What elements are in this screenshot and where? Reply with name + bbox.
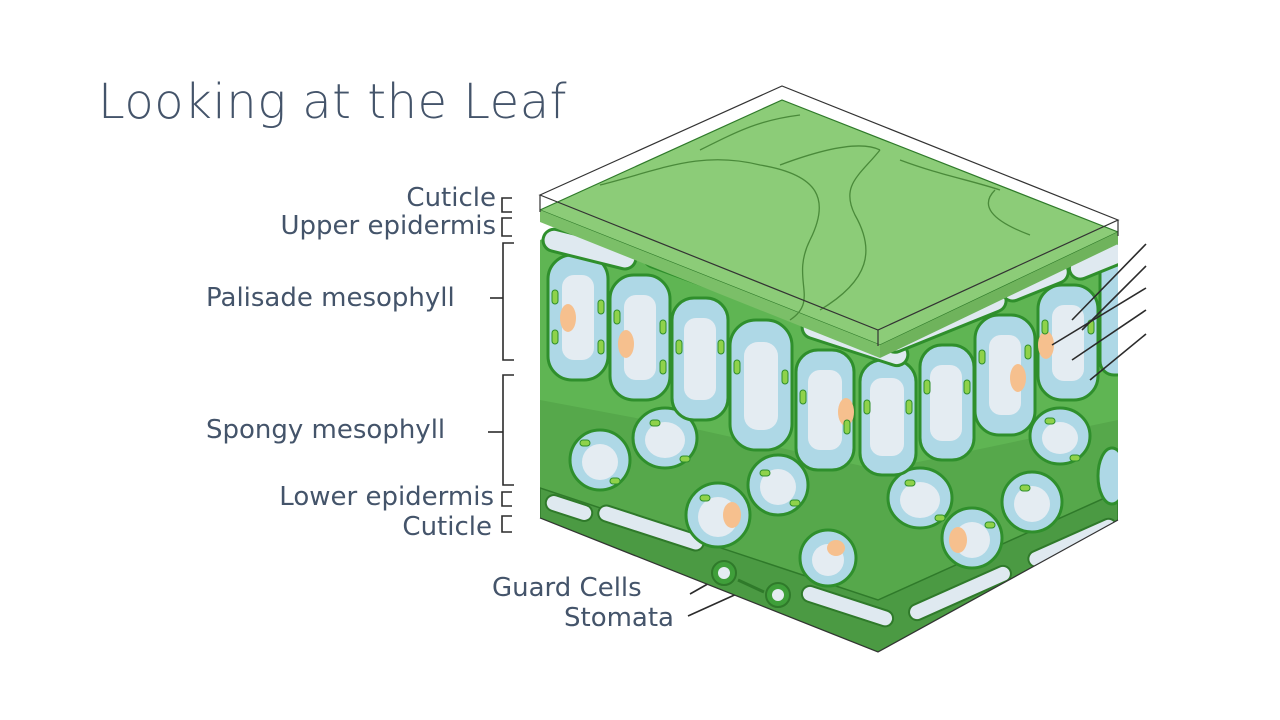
bracket-cuticle-bottom [502, 516, 512, 532]
bracket-upper-epidermis [502, 218, 512, 236]
bracket-lower-epidermis [502, 492, 512, 506]
bracket-cuticle-top [502, 198, 512, 212]
bracket-spongy [503, 375, 514, 485]
bracket-palisade [503, 243, 514, 360]
